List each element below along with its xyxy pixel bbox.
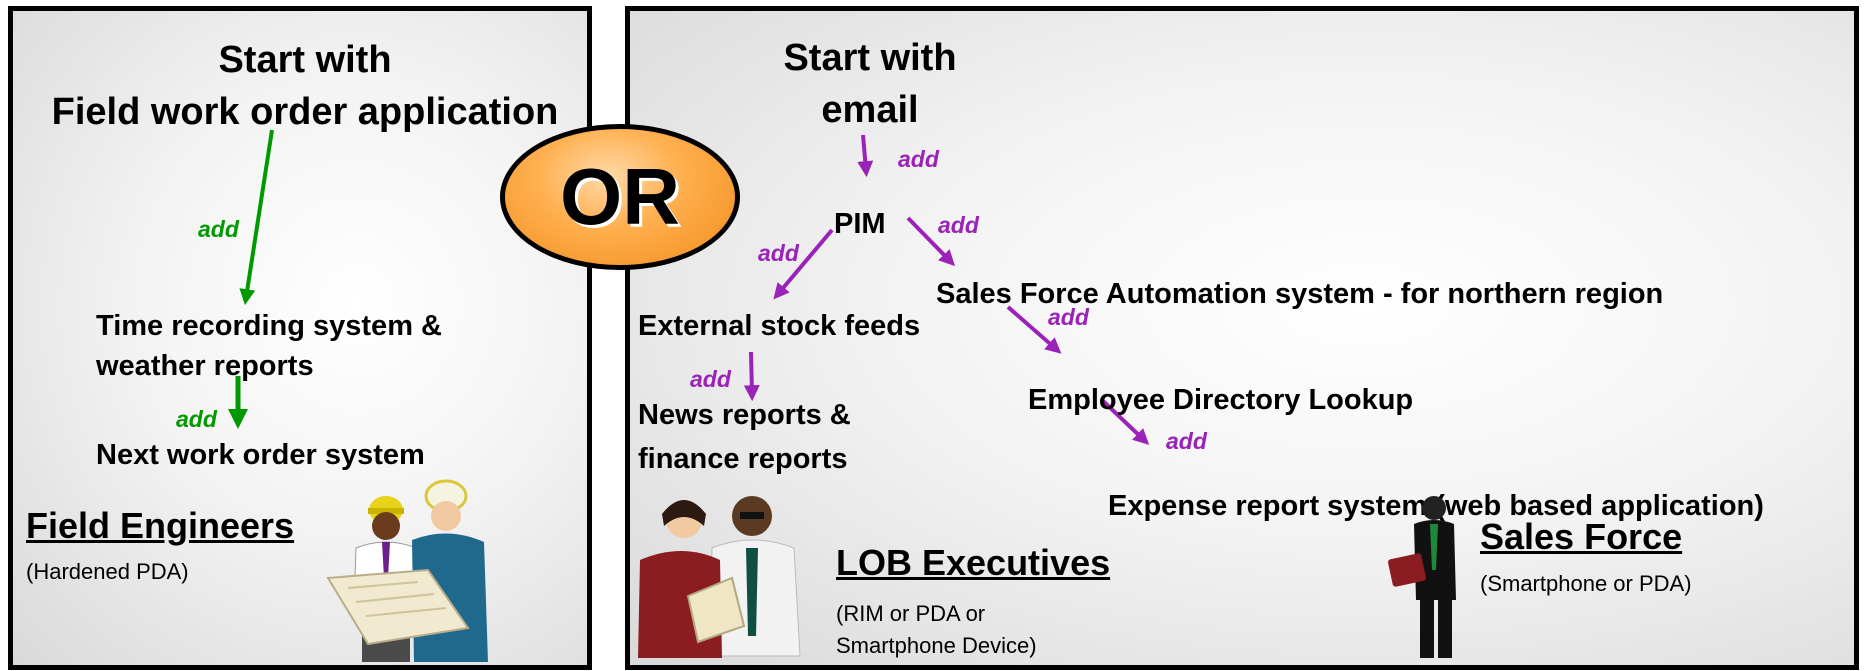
node-pim: PIM [834, 208, 886, 240]
businessman-with-briefcase-clipart [1388, 496, 1456, 658]
node-time-recording-line2: weather reports [96, 350, 314, 382]
arrow-sfa-to-directory [1006, 305, 1062, 354]
device-lob-line2: Smartphone Device) [836, 633, 1037, 658]
right-panel [625, 6, 1859, 670]
add-label-pim-stock: add [758, 240, 799, 266]
or-badge: OR [500, 124, 740, 270]
node-sales-force-automation: Sales Force Automation system - for nort… [936, 278, 1664, 310]
group-sales-force: Sales Force [1480, 516, 1683, 557]
device-lob-line1: (RIM or PDA or [836, 601, 986, 626]
device-hardened-pda: (Hardened PDA) [26, 559, 189, 584]
group-lob-executives: LOB Executives [836, 542, 1111, 583]
right-title-line2: email [821, 89, 919, 131]
right-title-line1: Start with [783, 37, 957, 79]
left-title-line2: Field work order application [51, 91, 559, 133]
arrow-directory-to-expense [1100, 398, 1150, 445]
arrow-pim-to-stock [773, 228, 834, 300]
or-label: OR [560, 152, 680, 241]
node-employee-directory: Employee Directory Lookup [1028, 384, 1414, 416]
device-sales-force: (Smartphone or PDA) [1480, 571, 1692, 596]
node-external-stock-feeds: External stock feeds [638, 310, 921, 342]
node-time-recording-line1: Time recording system & [96, 310, 442, 342]
add-label-green-1: add [198, 216, 239, 242]
add-label-directory-expense: add [1166, 428, 1207, 454]
arrow-title-to-time [239, 129, 274, 306]
left-panel [8, 6, 592, 670]
arrow-stock-to-news [743, 351, 760, 402]
node-news-reports-line2: finance reports [638, 443, 848, 475]
group-field-engineers: Field Engineers [26, 505, 295, 546]
add-label-sfa-directory: add [1048, 304, 1089, 330]
node-news-reports-line1: News reports & [638, 399, 851, 431]
business-executives-clipart [638, 496, 801, 658]
left-title-line1: Start with [218, 39, 392, 81]
add-label-green-2: add [176, 406, 217, 432]
arrow-email-to-pim [857, 134, 874, 178]
arrow-pim-to-sfa [906, 216, 956, 267]
construction-workers-clipart [326, 479, 488, 662]
add-label-pim-sfa: add [938, 212, 979, 238]
add-label-stock-news: add [690, 366, 731, 392]
node-next-work-order: Next work order system [96, 439, 425, 471]
add-label-email-pim: add [898, 146, 939, 172]
